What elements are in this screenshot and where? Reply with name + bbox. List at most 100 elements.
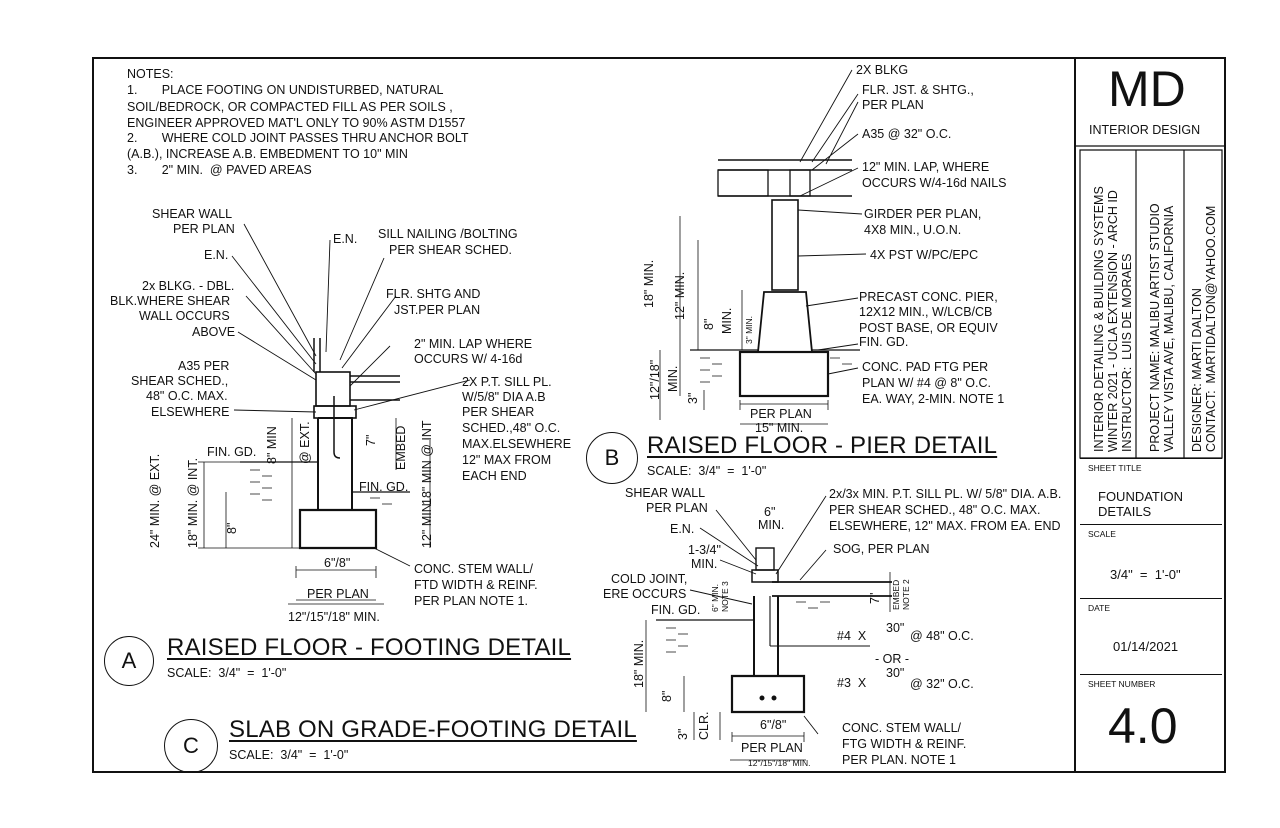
label-sill-nailing: SILL NAILING /BOLTING [378, 227, 518, 241]
dim-c-7: 7" [868, 592, 882, 604]
label-b-fin-gd: FIN. GD. [859, 335, 909, 349]
dim-c-8: 8" [660, 690, 674, 702]
dim-b-12: 12" MIN. [673, 271, 687, 320]
dim-per-plan: PER PLAN [307, 587, 369, 601]
dim-b-12-18: 12"/18" [648, 359, 662, 400]
project-line-2: VALLEY VISTA AVE, MALIBU, CALIFORNIA [1162, 205, 1176, 452]
label-stem: CONC. STEM WALL/ [414, 562, 533, 576]
detail-a-title: RAISED FLOOR - FOOTING DETAIL [167, 634, 572, 661]
label-c-stem-3: PER PLAN. NOTE 1 [842, 753, 956, 767]
detail-a-marker: A [104, 636, 154, 686]
label-c-stem-2: FTG WIDTH & REINF. [842, 737, 967, 751]
dim-width: 6"/8" [324, 556, 351, 570]
label-blkg-2: BLK.WHERE SHEAR [110, 294, 231, 308]
dim-c-footing-width: 12"/15"/18" MIN. [748, 758, 811, 768]
course-line-3: INSTRUCTOR: LUIS DE MORAES [1120, 253, 1134, 452]
date-label: DATE [1088, 603, 1111, 613]
label-c-fin-gd: FIN. GD. [651, 603, 701, 617]
note-1-line-3: ENGINEER APPROVED MAT'L ONLY TO 90% ASTM… [127, 116, 466, 130]
label-flr-shtg-2: JST.PER PLAN [394, 303, 481, 317]
label-per-plan: PER PLAN [173, 222, 235, 236]
scale-cell: SCALE 3/4" = 1'-0" [1080, 524, 1222, 598]
dim-ext: @ EXT. [298, 421, 312, 464]
label-a35-3: 48" O.C. MAX. [146, 389, 228, 403]
label-12-lap: 12" MIN. LAP, WHERE [862, 160, 990, 174]
drawing-sheet-border [92, 57, 1226, 773]
label-pt-sill-6: 12" MAX FROM [462, 453, 552, 467]
dim-c-1-3-4-min: MIN. [691, 557, 718, 571]
label-a35-2: SHEAR SCHED., [131, 374, 229, 388]
label-12-lap-2: OCCURS W/4-16d NAILS [862, 176, 1007, 190]
label-stem-2: FTD WIDTH & REINF. [414, 578, 538, 592]
label-sill-nailing-2: PER SHEAR SCHED. [389, 243, 512, 257]
label-rebar-3-spacing: @ 32" O.C. [910, 677, 974, 691]
label-pt-sill-7: EACH END [462, 469, 527, 483]
sheet-title-line-2: DETAILS [1098, 504, 1152, 519]
label-c-per-plan: PER PLAN [646, 501, 708, 515]
label-rebar-4-spacing: @ 48" O.C. [910, 629, 974, 643]
note-1-line-2: SOIL/BEDROCK, OR COMPACTED FILL AS PER S… [127, 100, 453, 114]
label-pt-sill-5: MAX.ELSEWHERE [462, 437, 572, 451]
sheet-number-cell: SHEET NUMBER 4.0 [1080, 674, 1222, 769]
detail-a-scale: SCALE: 3/4" = 1'-0" [167, 666, 287, 680]
course-line-2: WINTER 2021 - UCLA EXTENSION - ARCH ID [1106, 190, 1120, 452]
dim-8: 8" [225, 522, 239, 534]
label-pad-ftg: CONC. PAD FTG PER [862, 360, 989, 374]
label-a35-32: A35 @ 32" O.C. [862, 127, 952, 141]
label-pad-ftg-3: EA. WAY, 2-MIN. NOTE 1 [862, 392, 1005, 406]
label-precast-pier: PRECAST CONC. PIER, [859, 290, 998, 304]
detail-b-title: RAISED FLOOR - PIER DETAIL [647, 432, 998, 459]
dim-c-6-min-vert: 6" MIN. [710, 583, 720, 612]
label-blkg-3: WALL OCCURS [139, 309, 230, 323]
dim-c-clr: CLR. [697, 711, 711, 740]
detail-b-scale: SCALE: 3/4" = 1'-0" [647, 464, 767, 478]
label-rebar-4-len: 30" [886, 621, 905, 635]
dim-7: 7" [364, 434, 378, 446]
sheet-title-cell: SHEET TITLE FOUNDATION DETAILS [1080, 458, 1222, 524]
sheet-title-line-1: FOUNDATION [1098, 489, 1183, 504]
label-c-sill-2: PER SHEAR SCHED., 48" O.C. MAX. [829, 503, 1041, 517]
label-rebar-3: #3 X [837, 676, 867, 690]
label-pt-sill-2: W/5/8" DIA A.B [462, 390, 546, 404]
dim-b-18: 18" MIN. [642, 259, 656, 308]
dim-b-8: 8" [702, 318, 716, 330]
label-precast-pier-2: 12X12 MIN., W/LCB/CB [859, 305, 993, 319]
label-pt-sill: 2X P.T. SILL PL. [462, 375, 552, 389]
label-rebar-3-len: 30" [886, 666, 905, 680]
dim-b-3: 3" [686, 392, 700, 404]
label-en-top: E.N. [333, 232, 358, 246]
sheet-title-label: SHEET TITLE [1088, 463, 1142, 473]
dim-footing-width: 12"/15"/18" MIN. [288, 610, 380, 624]
label-pt-sill-4: SCHED.,48" O.C. [462, 421, 561, 435]
label-cold-joint: COLD JOINT, [611, 572, 688, 586]
dim-c-width: 6"/8" [760, 718, 787, 732]
detail-c-marker: C [164, 719, 218, 773]
label-sog: SOG, PER PLAN [833, 542, 930, 556]
detail-a-drawing [198, 223, 471, 605]
dim-b-min: MIN. [720, 307, 734, 334]
sheet-number: 4.0 [1108, 698, 1178, 754]
logo: MD [1108, 61, 1186, 117]
detail-c-title: SLAB ON GRADE-FOOTING DETAIL [229, 716, 637, 743]
detail-c-drawing [645, 495, 892, 761]
designer-line: DESIGNER: MARTI DALTON [1190, 288, 1204, 452]
dim-c-6: 6" [764, 505, 776, 519]
course-line-1: INTERIOR DETAILING & BUILDING SYSTEMS [1092, 186, 1106, 452]
dim-c-note2: NOTE 2 [901, 579, 911, 610]
dim-b-15: 15" MIN. [755, 421, 804, 435]
label-lap-2: OCCURS W/ 4-16d [414, 352, 523, 366]
label-a35: A35 PER [178, 359, 230, 373]
dim-c-per-plan: PER PLAN [741, 741, 803, 755]
label-precast-pier-3: POST BASE, OR EQUIV [859, 321, 998, 335]
dim-embed: EMBED [394, 425, 408, 470]
notes-title: NOTES: [127, 67, 174, 81]
dim-18-int: 18" MIN. @ INT. [186, 457, 200, 548]
dim-12-min: 12" MIN [420, 503, 434, 548]
label-shear-wall: SHEAR WALL [152, 207, 233, 221]
label-flr-shtg: FLR. SHTG AND [386, 287, 481, 301]
dim-c-embed: EMBED [891, 579, 901, 610]
date-value: 01/14/2021 [1113, 639, 1179, 654]
dim-c-3: 3" [676, 728, 690, 740]
detail-c-scale: SCALE: 3/4" = 1'-0" [229, 748, 349, 762]
label-c-sill-3: ELSEWHERE, 12" MAX. FROM EA. END [829, 519, 1061, 533]
